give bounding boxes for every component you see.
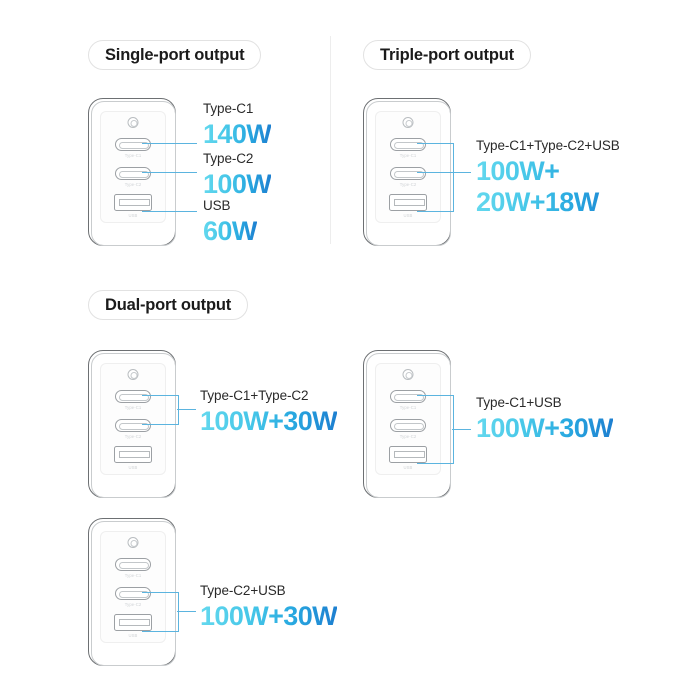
usb-c2-port	[390, 167, 426, 180]
output-entry-c2: Type-C2 100W	[203, 151, 272, 199]
usb-a-port	[389, 446, 427, 463]
output-entry-dual-c2-usb-name: Type-C2+USB	[200, 583, 286, 598]
charger-device-dual-c1-usb: Type-C1 Type-C2 USB	[363, 350, 451, 498]
usb-c1-port	[115, 558, 151, 571]
usb-c2-port-label: Type-C2	[399, 434, 417, 439]
connector-line-usb	[417, 462, 454, 465]
charger-face-panel: Type-C1 Type-C2 USB	[100, 363, 166, 475]
usb-c2-port	[115, 167, 151, 180]
badge-triple-port-output: Triple-port output	[363, 40, 531, 70]
usb-c2-port	[115, 419, 151, 432]
charger-face-panel: Type-C1 Type-C2 USB	[100, 531, 166, 643]
output-entry-dual-c1-usb: Type-C1+USB 100W+30W	[476, 395, 614, 443]
output-entry-c1-watt: 140W	[203, 118, 272, 149]
usb-c2-port-label: Type-C2	[124, 182, 142, 187]
charger-face-panel: Type-C1 Type-C2 USB	[375, 363, 441, 475]
output-entry-triple: Type-C1+Type-C2+USB 100W+ 20W+18W	[476, 138, 620, 219]
usb-c1-port	[115, 390, 151, 403]
charger-face-panel: Type-C1 Type-C2 USB	[100, 111, 166, 223]
output-entry-c1-name: Type-C1	[203, 101, 254, 116]
output-entry-dual-c2-usb-watt: 100W+30W	[200, 600, 338, 631]
usb-c2-port-label: Type-C2	[124, 602, 142, 607]
usb-c1-port-label: Type-C1	[124, 153, 142, 158]
usb-c2-port	[115, 587, 151, 600]
usb-a-port-label: USB	[128, 465, 138, 470]
power-indicator-icon	[402, 117, 414, 128]
connector-line-usb	[142, 210, 197, 213]
output-entry-triple-watt-line1: 100W+	[476, 156, 620, 188]
usb-c1-port-label: Type-C1	[399, 153, 417, 158]
output-entry-dual-c2-usb: Type-C2+USB 100W+30W	[200, 583, 338, 631]
output-entry-dual-c1-c2-watt: 100W+30W	[200, 405, 338, 436]
connector-bracket-stub	[452, 428, 471, 431]
connector-line-usb	[142, 630, 179, 633]
charger-face-panel: Type-C1 Type-C2 USB	[375, 111, 441, 223]
section-divider-vertical	[330, 36, 331, 244]
connector-line-c2	[142, 423, 179, 426]
usb-c2-port-label: Type-C2	[399, 182, 417, 187]
usb-c1-port	[390, 138, 426, 151]
charger-device-dual-c1-c2: Type-C1 Type-C2 USB	[88, 350, 176, 498]
connector-line-c2	[417, 171, 454, 174]
usb-c1-port-label: Type-C1	[399, 405, 417, 410]
connector-line-c1	[142, 394, 179, 397]
power-indicator-icon	[402, 369, 414, 380]
power-indicator-icon	[127, 537, 139, 548]
output-entry-triple-watt-line2: 20W+18W	[476, 187, 620, 219]
output-entry-usb: USB 60W	[203, 198, 257, 246]
usb-a-port-label: USB	[403, 213, 413, 218]
usb-c1-port	[390, 390, 426, 403]
connector-line-c1	[142, 142, 197, 145]
usb-c1-port-label: Type-C1	[124, 573, 142, 578]
output-entry-dual-c1-usb-watt: 100W+30W	[476, 412, 614, 443]
badge-single-port-output: Single-port output	[88, 40, 262, 70]
usb-a-port	[389, 194, 427, 211]
output-entry-usb-name: USB	[203, 198, 231, 213]
power-indicator-icon	[127, 117, 139, 128]
connector-line-c1	[417, 142, 454, 145]
usb-a-port	[114, 194, 152, 211]
usb-c2-port	[390, 419, 426, 432]
power-indicator-icon	[127, 369, 139, 380]
connector-bracket-spine	[452, 142, 455, 212]
output-entry-triple-name: Type-C1+Type-C2+USB	[476, 138, 620, 153]
connector-line-c1	[417, 394, 454, 397]
connector-bracket-stub	[177, 408, 196, 411]
output-entry-dual-c1-usb-name: Type-C1+USB	[476, 395, 562, 410]
connector-line-usb	[417, 210, 454, 213]
connector-line-c2	[142, 171, 197, 174]
output-entry-c1: Type-C1 140W	[203, 101, 272, 149]
usb-a-port	[114, 446, 152, 463]
usb-c1-port	[115, 138, 151, 151]
usb-c2-port-label: Type-C2	[124, 434, 142, 439]
charger-device-triple-port: Type-C1 Type-C2 USB	[363, 98, 451, 246]
usb-a-port-label: USB	[403, 465, 413, 470]
output-entry-usb-watt: 60W	[203, 215, 257, 246]
connector-bracket-stub	[177, 610, 196, 613]
usb-a-port-label: USB	[128, 633, 138, 638]
usb-a-port-label: USB	[128, 213, 138, 218]
output-entry-dual-c1-c2: Type-C1+Type-C2 100W+30W	[200, 388, 338, 436]
connector-line-c2	[142, 591, 179, 594]
usb-a-port	[114, 614, 152, 631]
output-entry-dual-c1-c2-name: Type-C1+Type-C2	[200, 388, 309, 403]
usb-c1-port-label: Type-C1	[124, 405, 142, 410]
output-entry-c2-watt: 100W	[203, 168, 272, 199]
badge-dual-port-output: Dual-port output	[88, 290, 249, 320]
connector-bracket-stub	[452, 171, 471, 174]
output-entry-c2-name: Type-C2	[203, 151, 254, 166]
